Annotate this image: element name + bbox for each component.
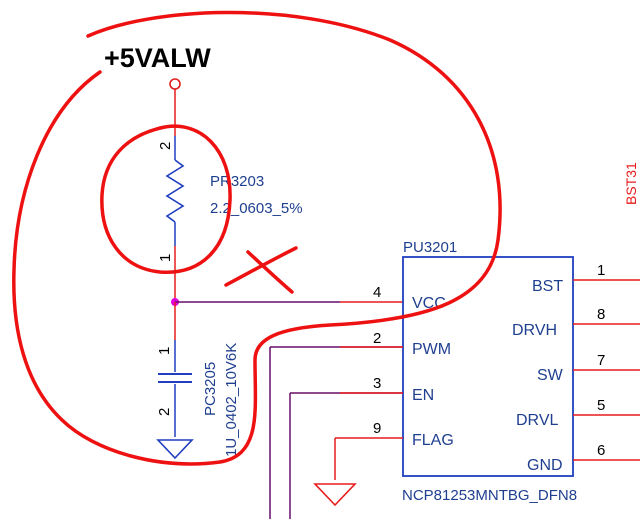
pin-sw-number: 7 [597,352,605,369]
annotation-x-mark [246,250,294,294]
pin-bst-name: BST [532,278,563,295]
pin-pwm-number: 2 [373,330,381,347]
markup-annotations [12,10,502,466]
ic-reference: PU3201 [403,239,457,256]
pin-bst-number: 1 [597,262,605,279]
pin-en-name: EN [412,387,434,404]
annotation-x-mark-cross [224,246,298,287]
pin-flag-number: 9 [373,420,381,437]
pin-drvh-number: 8 [597,306,605,323]
resistor-value: 2.2_0603_5% [210,200,303,217]
pin-drvh-name: DRVH [512,322,557,339]
ground-symbol-flag [313,483,357,507]
ic-body [402,256,574,477]
ic-pu3201: PU3201 NCP81253MNTBG_DFN8 4 VCC 2 PWM 3 … [270,239,640,504]
annotation-resistor-circle [100,124,232,274]
resistor-pin-bottom-number: 1 [157,254,174,262]
resistor-pin-top-number: 2 [157,142,174,150]
pin-gnd-name: GND [527,457,563,474]
resistor-reference: PR3203 [210,173,264,190]
capacitor-reference: PC3205 [202,362,219,416]
capacitor-pin-bottom-number: 2 [156,408,173,416]
pin-pwm-name: PWM [412,341,451,358]
resistor-pr3203: 2 1 PR3203 2.2_0603_5% [157,136,303,262]
pin-drvl-name: DRVL [516,412,558,429]
pin-flag-name: FLAG [412,432,454,449]
power-terminal-symbol [169,78,181,90]
pin-sw-name: SW [537,367,564,384]
pin-vcc-number: 4 [373,284,381,301]
capacitor-pin-top-number: 1 [156,347,173,355]
annotation-large-loop [12,10,502,466]
resistor-zigzag-symbol [165,159,185,223]
pin-en-number: 3 [373,375,381,392]
power-rail-label: +5VALW [104,43,211,73]
edge-net-label: BST31 [623,162,639,205]
ic-part-number: NCP81253MNTBG_DFN8 [402,487,577,504]
capacitor-value: 1U_0402_10V6K [223,343,240,457]
capacitor-pc3205: 1 2 PC3205 1U_0402_10V6K [156,340,240,457]
ground-symbol-capacitor [156,439,194,460]
pin-gnd-number: 6 [597,442,605,459]
pin-drvl-number: 5 [597,397,605,414]
